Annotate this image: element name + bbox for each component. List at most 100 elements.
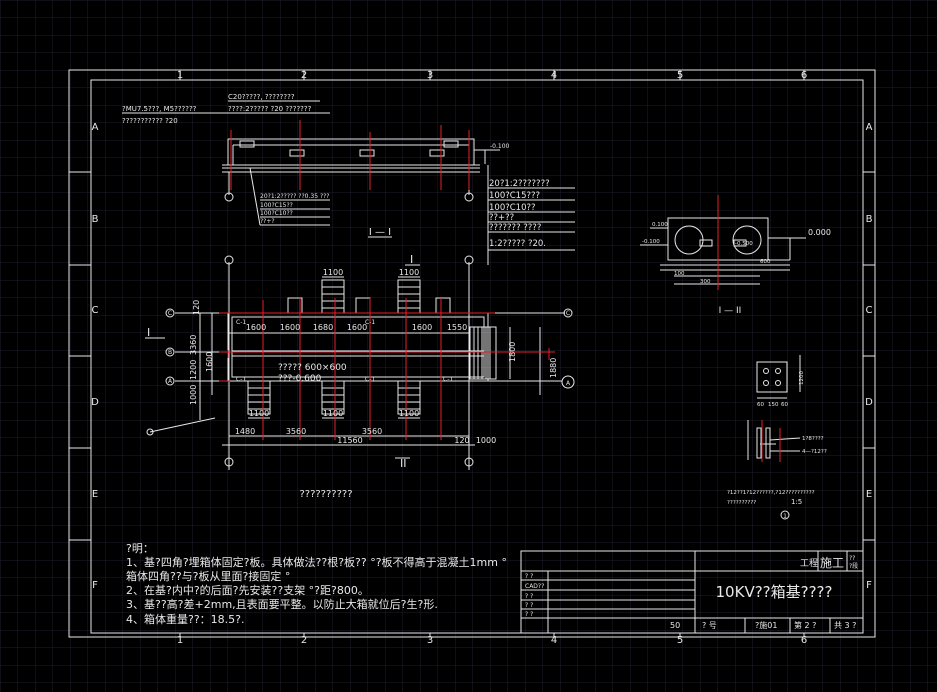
tb-drawing-no-label: ? 号: [702, 621, 717, 630]
section-note: ??????????? ?20: [122, 117, 178, 125]
dim-left: 120: [192, 300, 201, 315]
dim-mid: 1600: [412, 323, 432, 332]
col-label: 6: [801, 635, 807, 646]
note-line: 2、在基?内中?的后面?先安装??支架 °?距?800。: [126, 583, 369, 597]
note-line: 1、基?四角?埋箱体固定?板。具体做法??根?板?? °?板不得高于混凝土1mm…: [126, 555, 507, 569]
dim-base: 1000: [476, 436, 496, 445]
notes-heading: ?明：: [126, 542, 154, 555]
pit-level: ???-0.600: [278, 374, 322, 384]
tb-stage3: ?段: [849, 562, 858, 570]
section-title: I — II: [719, 306, 742, 316]
dim-left: 3360: [189, 335, 198, 355]
dim-right: 1880: [549, 358, 558, 378]
row-label: C: [866, 305, 873, 316]
axis-label: A: [168, 378, 173, 385]
dim-label: 300: [700, 279, 711, 285]
c1-label: C-1: [443, 376, 453, 383]
tb-company: 工程: [800, 558, 818, 569]
dim-left: 1600: [205, 352, 214, 372]
dim-label: 1200: [799, 371, 805, 385]
note-line: 3、基??高?差+2mm,且表面要平整。以防止大箱就位后?生?形.: [126, 597, 438, 611]
section-mark: II: [400, 457, 407, 470]
c1-label: C-1: [236, 376, 246, 383]
tb-total: 共 3 ?: [834, 621, 856, 630]
dim-total: 11560: [337, 436, 362, 445]
detail-note: ??????????: [727, 500, 756, 506]
section-left-note: 20?1:2????? ??0.35 ???: [260, 193, 330, 200]
note-line: 4、箱体重量??：18.5?.: [126, 612, 245, 626]
section-right-note: ??????? ????: [489, 223, 541, 233]
dim-bot: 1100: [249, 409, 269, 418]
dim-bot: 1100: [323, 409, 343, 418]
tb-sheet: 第 2 ?: [794, 620, 816, 630]
col-label: 3: [427, 70, 433, 81]
dim-mid: 1600: [347, 323, 367, 332]
tb-label: ? ?: [525, 573, 533, 580]
detail-scale: 1:5: [791, 498, 802, 506]
axis-label: C: [566, 310, 570, 317]
dim-base: 120: [454, 436, 469, 445]
tb-scale: 50: [670, 621, 680, 630]
dim-base: 1480: [235, 427, 255, 436]
dim-mid: 1600: [246, 323, 266, 332]
section-right-note: ??+??: [489, 213, 514, 223]
col-label: 1: [177, 70, 183, 81]
tb-label: ? ?: [525, 611, 533, 618]
dim-label: 60: [757, 402, 764, 408]
axis-label: C: [168, 310, 172, 317]
detail-mark: 1: [783, 513, 787, 520]
section-right-note: 100?C10??: [489, 203, 536, 213]
tb-stage: 施工: [820, 556, 844, 570]
tb-drawing-title: 10KV??箱基????: [716, 583, 833, 601]
row-label: E: [92, 489, 98, 500]
pit-label: ????? 600×600: [278, 363, 347, 373]
dim-bot: 1100: [399, 409, 419, 418]
level-label: 0.000: [808, 228, 831, 237]
c1-label: C-1: [365, 376, 375, 383]
row-label: D: [91, 397, 99, 408]
level-label: -0.100: [642, 239, 660, 245]
section-i-i: C20?????, ???????? ?MU7.5???, M5?????? ?…: [122, 93, 575, 265]
dim-right: 1800: [508, 342, 517, 362]
axis-label: B: [168, 349, 172, 356]
section-right-note: 1:2????? ?20.: [489, 239, 546, 249]
dim-base: 3560: [286, 427, 306, 436]
detail-note: ?12??1?12??????,?12??????????: [727, 490, 815, 496]
axis-label: A: [566, 380, 571, 387]
dim-label: 100: [674, 271, 685, 277]
row-label: D: [865, 397, 873, 408]
col-label: 4: [551, 635, 557, 646]
row-label: B: [866, 214, 873, 225]
level-label: 0.100: [652, 222, 668, 228]
section-left-note: 100?C15??: [260, 202, 293, 209]
dim-label: 60: [781, 402, 788, 408]
section-left-note: 100?C10??: [260, 210, 293, 217]
section-right-note: 20?1:2???????: [489, 179, 550, 189]
section-i-ii: 0.100 -0.100 -0.500 100 300 600 0.000 I …: [640, 195, 831, 316]
dim-mid: 1550: [447, 323, 467, 332]
row-label: B: [92, 214, 99, 225]
plan-title: ??????????: [299, 489, 352, 500]
row-label: A: [866, 122, 873, 133]
dim-base: 3560: [362, 427, 382, 436]
tb-label: ? ?: [525, 602, 533, 609]
section-left-note: ??+?: [260, 218, 275, 225]
section-mark: I: [410, 253, 413, 266]
general-notes: ?明： 1、基?四角?埋箱体固定?板。具体做法??根?板?? °?板不得高于混凝…: [126, 542, 507, 626]
col-label: 5: [677, 70, 683, 81]
col-label: 3: [427, 635, 433, 646]
section-note: ?MU7.5???, M5??????: [122, 105, 197, 113]
col-label: 4: [551, 70, 557, 81]
dim-top: 1100: [323, 268, 343, 277]
sheet-border: 1 2 3 4 5 6 1 2 3 4 5 6 A B C D E F A B …: [68, 69, 876, 646]
col-label: 1: [177, 635, 183, 646]
detail-1: 60 150 60 1200 1?8???? 4—?12?? ?12??1?12…: [727, 355, 827, 520]
plan-view: 1100 1100 1600 1600 1680 1600 1600 1550 …: [145, 253, 575, 500]
section-note: C20?????, ????????: [228, 93, 295, 101]
dim-mid: 1680: [313, 323, 333, 332]
section-right-note: 100?C15???: [489, 191, 540, 201]
level-label: -0.500: [735, 241, 753, 247]
rebar-label: 1?8????: [802, 436, 824, 442]
